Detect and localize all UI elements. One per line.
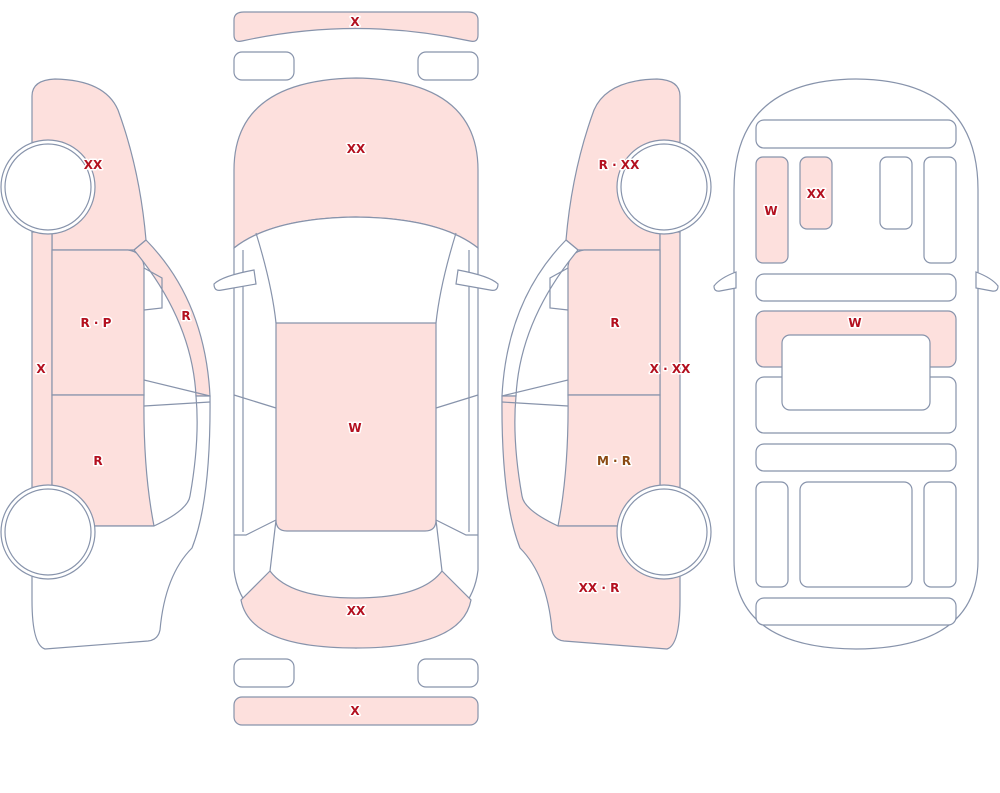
interior-upper-panel[interactable] (799, 156, 833, 230)
interior-bottom-bar (755, 597, 957, 626)
label-interior-left-rear-panel: W (764, 204, 777, 218)
interior-center-console (781, 334, 931, 411)
interior-right-mirror (975, 271, 999, 292)
damage-labels: XX R · P R X R X XX W XX X R · XX R X · … (35, 14, 863, 720)
label-hood: XX (347, 142, 366, 156)
label-right-front-fender: R · XX (599, 158, 640, 172)
label-right-rear-quarter: XX · R (579, 581, 620, 595)
left-mirror (213, 269, 257, 291)
label-rear-bumper: X (350, 704, 360, 718)
left-side-view (0, 78, 211, 650)
right-rear-quarter[interactable] (501, 395, 681, 650)
label-front-bumper: X (350, 15, 360, 29)
right-front-wheel (616, 139, 712, 235)
label-right-front-door: R (610, 316, 619, 330)
front-bumper[interactable] (233, 11, 479, 42)
interior-left-rear-panel[interactable] (755, 156, 789, 264)
interior-left-floor (755, 481, 789, 588)
label-left-rear-door: R (93, 454, 102, 468)
label-trunk: XX (347, 604, 366, 618)
left-taillight (233, 658, 295, 688)
left-front-wheel (0, 139, 96, 235)
right-mirror (455, 269, 499, 291)
label-left-rocker: X (36, 362, 46, 376)
interior-right-floor (923, 481, 957, 588)
interior-floor-center (799, 481, 913, 588)
trunk[interactable] (240, 570, 472, 649)
label-interior-upper-panel: XX (807, 187, 826, 201)
right-rocker-panel[interactable] (659, 231, 681, 491)
interior-view (713, 78, 999, 650)
interior-second-bar (755, 273, 957, 302)
left-headlight (233, 51, 295, 81)
left-windshield-pillar[interactable] (133, 239, 211, 397)
left-rocker-panel[interactable] (31, 231, 53, 491)
interior-third-bar (755, 443, 957, 472)
right-windshield-pillar (501, 239, 579, 397)
label-left-front-fender: XX (84, 158, 103, 172)
right-taillight (417, 658, 479, 688)
right-rear-wheel (616, 484, 712, 580)
label-right-rear-door: M · R (597, 454, 631, 468)
label-left-windshield-pillar: R (181, 309, 190, 323)
top-view (213, 11, 499, 726)
interior-right-rear-panel (923, 156, 957, 264)
right-headlight (417, 51, 479, 81)
rear-bumper[interactable] (233, 696, 479, 726)
label-right-rocker: X · XX (650, 362, 691, 376)
label-interior-mid-panel: W (848, 316, 861, 330)
interior-upper-right-panel (879, 156, 913, 230)
label-roof: W (348, 421, 361, 435)
right-side-view (501, 78, 712, 650)
interior-left-mirror (713, 271, 737, 292)
interior-top-bar (755, 119, 957, 149)
left-rear-wheel (0, 484, 96, 580)
left-rear-quarter[interactable] (31, 395, 211, 650)
label-left-front-door: R · P (81, 316, 112, 330)
